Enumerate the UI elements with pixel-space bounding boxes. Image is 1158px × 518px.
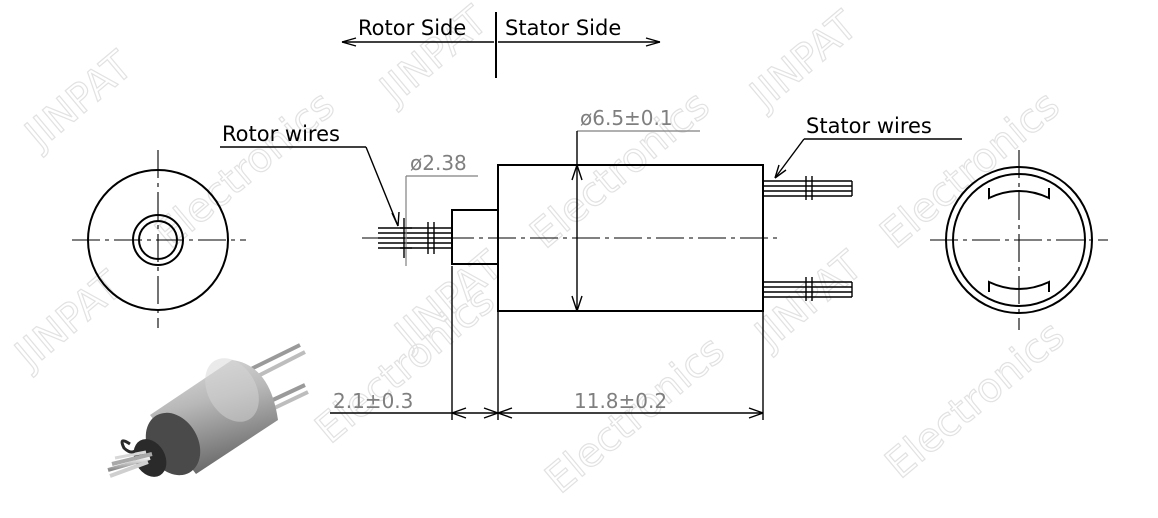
stator-wires-bottom: [763, 277, 853, 301]
product-3d-illustration: [107, 343, 309, 478]
inner-diameter-value: ø2.38: [410, 151, 467, 175]
rotor-side-label: Rotor Side: [358, 16, 466, 40]
watermark-brand: JINPAT: [740, 3, 867, 120]
body-length-value: 11.8±0.2: [574, 389, 667, 413]
stator-wires-leader: [774, 138, 805, 179]
side-indicator: Rotor Side Stator Side: [341, 12, 661, 78]
rotor-side-arrowhead: [341, 37, 357, 47]
rotor-length-arrow-right: [483, 407, 499, 419]
watermark-company: Electronics: [877, 312, 1074, 487]
rotor-length-value: 2.1±0.3: [333, 389, 413, 413]
rotor-wires-leader-arrow: [391, 211, 400, 227]
side-view: Rotor wires Stator wires ø2.38 ø6.5±0.1: [220, 106, 962, 420]
rotor-wires-label: Rotor wires: [222, 122, 340, 146]
watermark-company: Electronics: [537, 327, 734, 502]
outer-diameter-arrow-top: [571, 164, 583, 181]
rotor-length-arrow-left: [451, 407, 467, 419]
stator-end-top-slot: [988, 188, 1050, 200]
stator-wires-label: Stator wires: [806, 114, 932, 138]
rotor-end-view: [72, 150, 246, 328]
stator-side-arrowhead: [645, 37, 661, 47]
outer-diameter-dimension: ø6.5±0.1: [571, 106, 700, 312]
body-length-arrow-right: [748, 407, 764, 419]
stator-end-view: [930, 150, 1108, 330]
rotor-flange: [451, 209, 499, 265]
watermark-brand: JINPAT: [5, 263, 132, 380]
watermark-company: Electronics: [307, 277, 504, 452]
watermark-brand: JINPAT: [15, 43, 142, 160]
outer-diameter-arrow-bottom: [571, 295, 583, 312]
rotor-wire-bundle: [378, 218, 452, 258]
watermark-company: Electronics: [147, 82, 344, 257]
inner-diameter-dimension: ø2.38: [400, 151, 478, 266]
stator-side-label: Stator Side: [505, 16, 621, 40]
length-dimensions: 2.1±0.3 11.8±0.2: [330, 266, 764, 420]
outer-diameter-value: ø6.5±0.1: [580, 106, 673, 130]
stator-wires-leader-arrow: [774, 164, 787, 179]
body-length-arrow-left: [497, 407, 513, 419]
stator-wires-top: [763, 176, 853, 200]
